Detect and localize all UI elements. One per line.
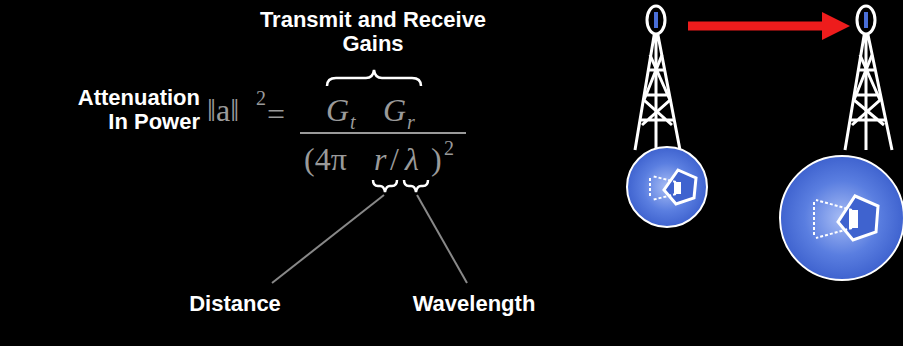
antenna-icon <box>838 196 878 240</box>
leader-label: Distance <box>170 292 300 316</box>
leader-line <box>417 195 467 283</box>
gain-brace <box>327 70 421 86</box>
math-symbol: r <box>374 143 386 175</box>
tower <box>635 6 680 150</box>
distance-brace <box>373 180 397 192</box>
aperture-circle <box>627 147 707 227</box>
math-symbol: = <box>267 98 285 130</box>
math-subscript: t <box>350 112 356 132</box>
antenna-icon <box>664 170 696 204</box>
aperture-circle <box>780 156 903 280</box>
math-symbol: ‖a‖ <box>207 94 239 126</box>
math-symbol: G <box>383 94 406 126</box>
math-symbol: ) <box>431 143 442 175</box>
math-symbol: / <box>390 143 399 175</box>
bracket-label: Transmit and Receive Gains <box>248 8 498 56</box>
leader-line <box>272 195 384 283</box>
math-symbol: λ <box>405 143 419 175</box>
quantity-label: Attenuation In Power <box>58 86 200 134</box>
arrow-head <box>822 12 850 40</box>
math-exponent: 2 <box>444 138 454 158</box>
math-symbol: (4π <box>304 143 347 175</box>
math-exponent: 2 <box>256 88 266 108</box>
signal-arrow <box>688 22 826 31</box>
leader-label: Wavelength <box>404 292 544 316</box>
tower <box>845 6 892 150</box>
fraction-bar <box>300 132 466 134</box>
math-symbol: G <box>326 94 349 126</box>
wavelength-brace <box>404 180 428 192</box>
math-subscript: r <box>407 112 415 132</box>
